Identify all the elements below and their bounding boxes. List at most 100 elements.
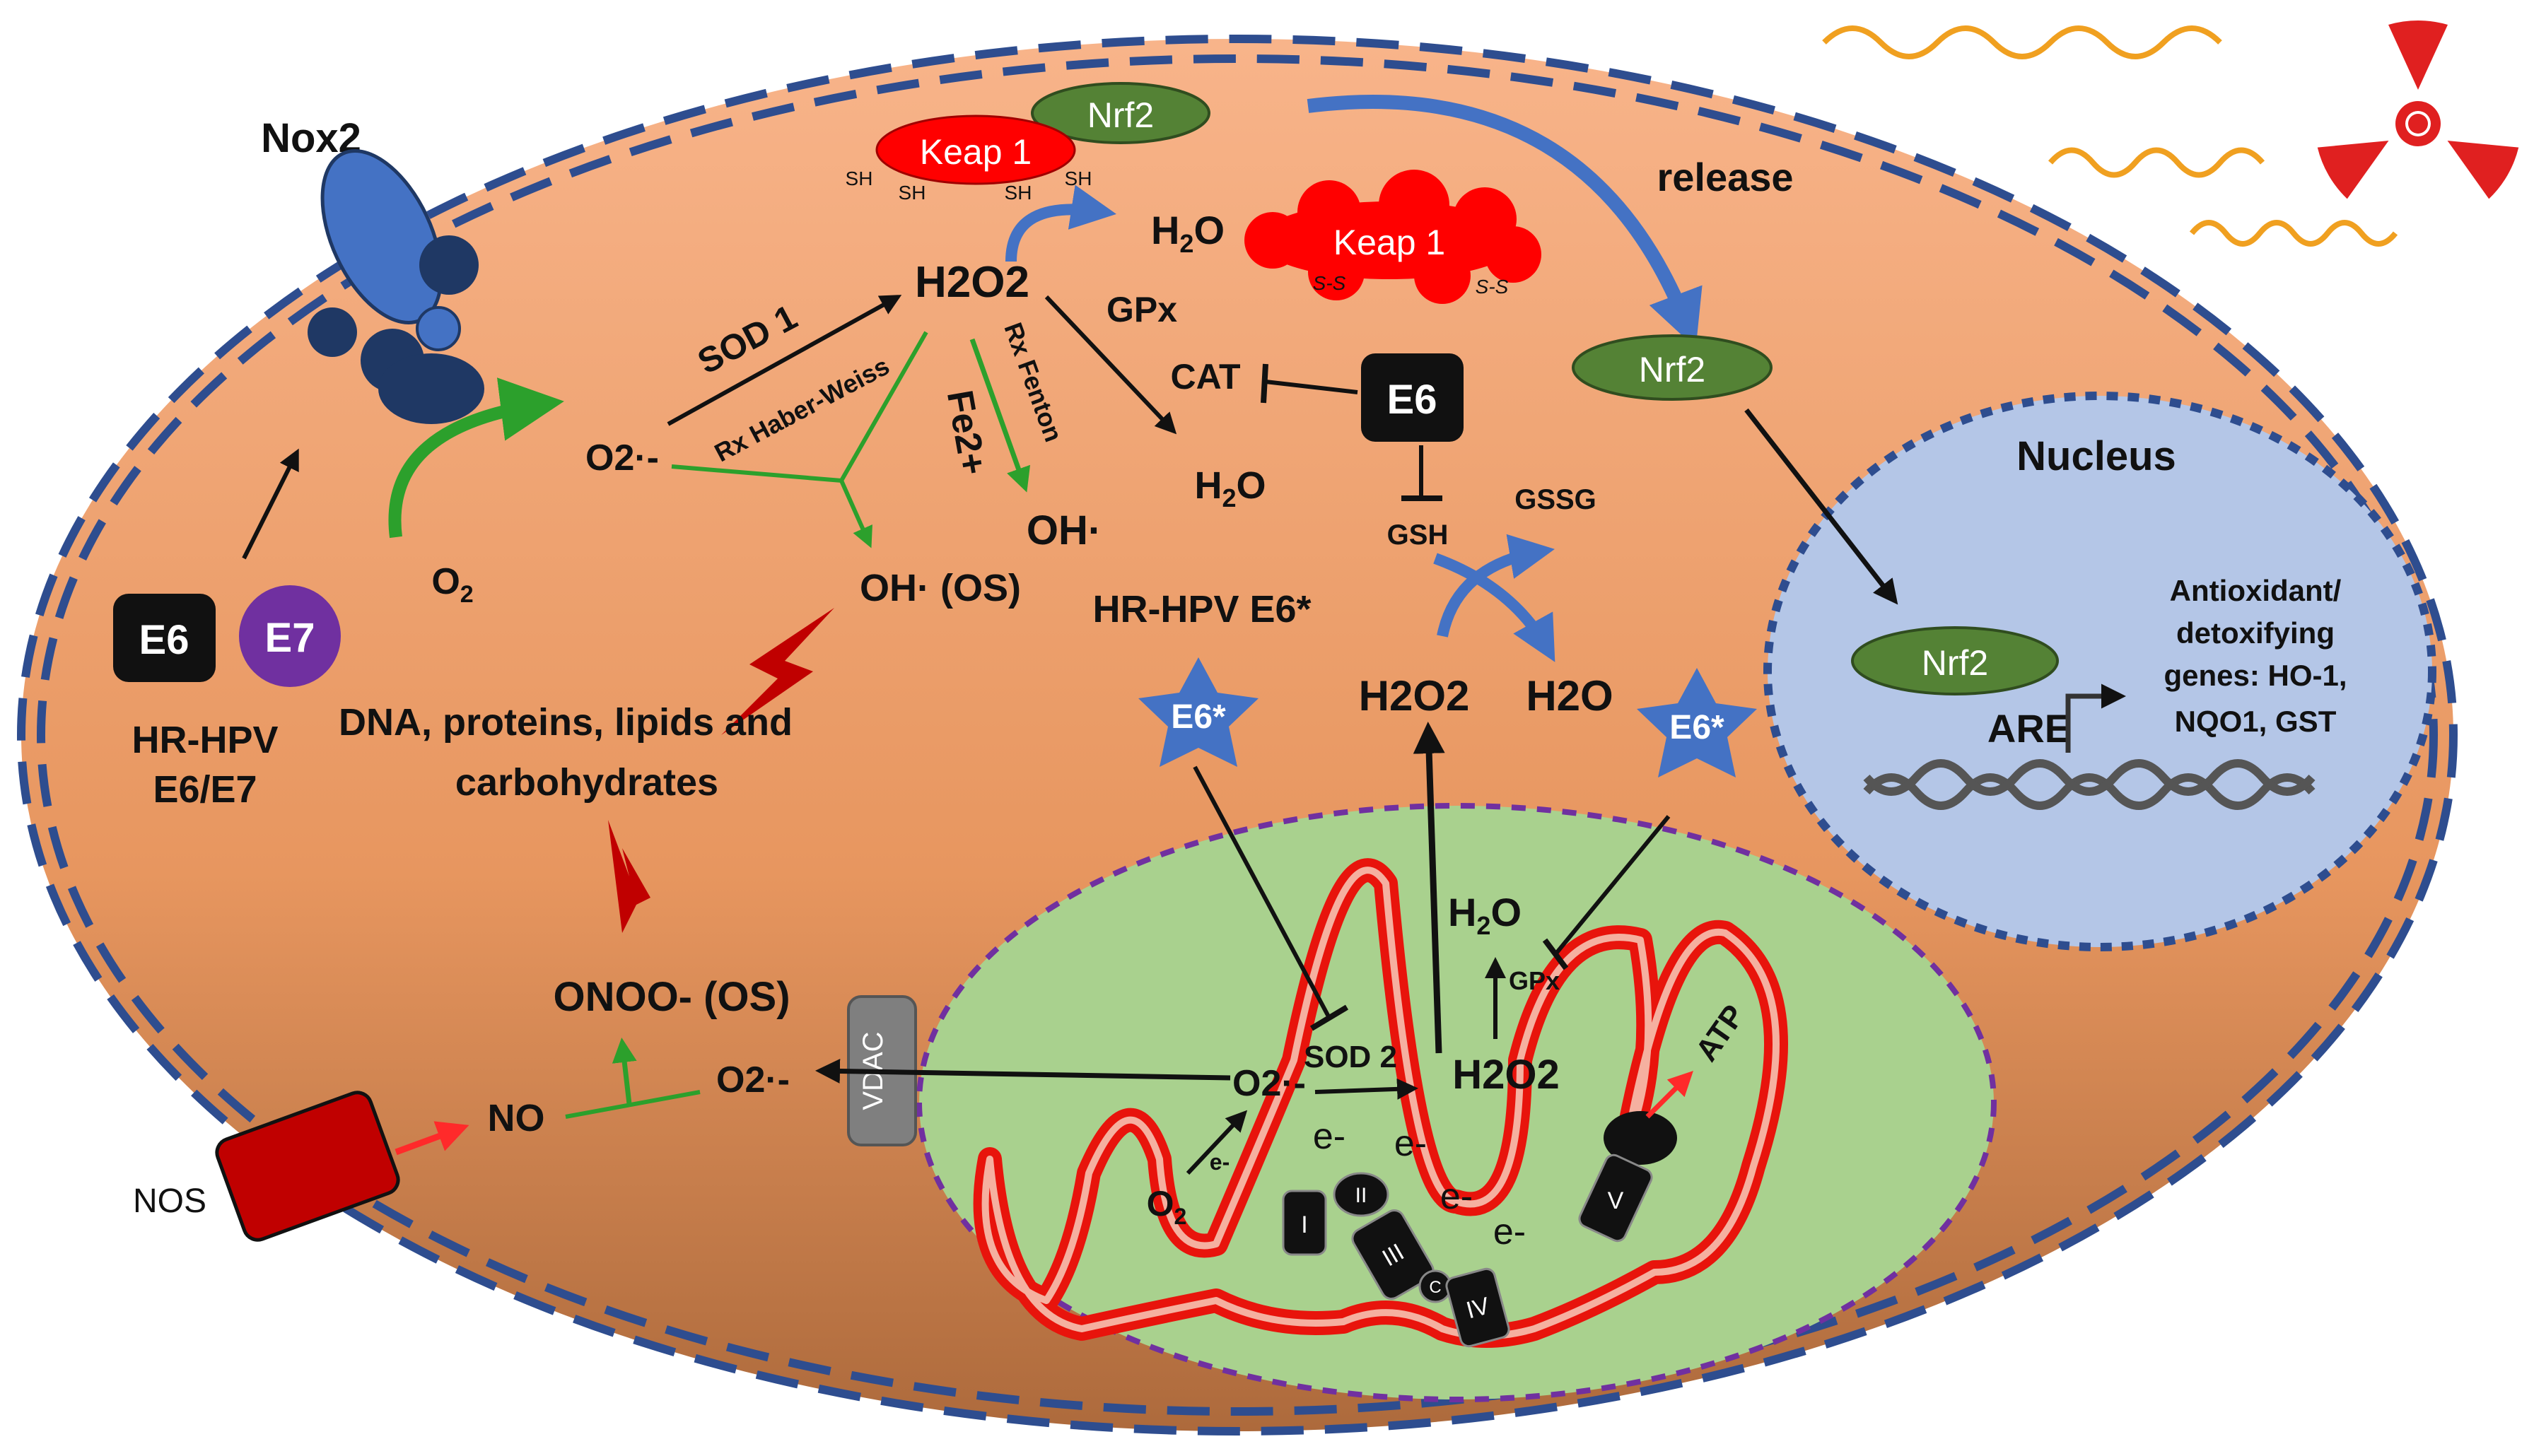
arrow-superoxide-out-vdac: [815, 1058, 1231, 1084]
oh-os-label: OH· (OS): [860, 567, 1021, 609]
lightning-damage-icon-top: [721, 608, 834, 735]
electron-3: e-: [1440, 1176, 1473, 1217]
inhibit-bar-gpx: [1542, 938, 1569, 970]
gssg-label: GSSG: [1514, 484, 1596, 515]
arrow-o2-to-superoxide-mito: [1186, 1110, 1248, 1175]
nrf2-nucleus-label: Nrf2: [1922, 643, 1988, 683]
electron-small: e-: [1210, 1149, 1230, 1175]
h2o-keap-label: H2O: [1151, 208, 1225, 258]
arrow-o2-to-superoxide: [388, 377, 564, 539]
arrow-gpx: [1044, 295, 1177, 435]
superoxide-mito-label: O2·-: [1232, 1063, 1306, 1104]
release-label: release: [1657, 155, 1793, 199]
complex-4: IV: [1445, 1267, 1510, 1348]
e6star-left-icon: [1138, 657, 1259, 767]
inhibit-e6star-sod2: [1193, 765, 1331, 1019]
e7-circle: [239, 585, 341, 687]
sh-4: SH: [1065, 168, 1092, 189]
hrhpv-label-1: HR-HPV: [132, 719, 278, 761]
electron-4: e-: [1493, 1211, 1526, 1252]
arrow-nrf2-to-nucleus: [1744, 408, 1898, 605]
inhibit-bar-cat: [1261, 363, 1268, 404]
complex-2: II: [1333, 1172, 1389, 1217]
arrow-nos-to-no: [395, 1121, 469, 1156]
gpx-top-label: GPx: [1107, 290, 1177, 329]
superoxide-cyto-label: O2·-: [716, 1059, 790, 1100]
keap1-oxidized: [1244, 170, 1541, 304]
complex-3: III: [1351, 1209, 1435, 1301]
nrf2-nucleus: [1851, 626, 2059, 695]
e7-label: E7: [265, 615, 315, 661]
nucleus: [1763, 392, 2436, 951]
biomolecules-label-1: DNA, proteins, lipids and: [339, 701, 793, 744]
oh-right-label: OH·: [1027, 507, 1102, 553]
nrf2-mid: [1572, 334, 1773, 401]
inhibit-e6star-gpx: [1553, 815, 1671, 956]
keap1-top-label: Keap 1: [920, 132, 1032, 172]
complex-2-label: II: [1355, 1184, 1367, 1207]
superoxide-label: O2·-: [585, 438, 659, 479]
keap1-top: [875, 115, 1076, 185]
hrhpv-e6star-label: HR-HPV E6*: [1092, 588, 1311, 630]
h2o2-cycle-label: H2O2: [1359, 672, 1470, 720]
antioxidant-label-1: Antioxidant/: [2170, 574, 2342, 607]
mito-cristae-inner: [981, 867, 1780, 1339]
arrow-to-onoo: [612, 1038, 637, 1105]
complex-5-atp-synthase: V: [1578, 1111, 1677, 1243]
arrow-atp-synthesis: [1645, 1071, 1693, 1119]
arrow-haber-weiss-oh: [839, 479, 872, 548]
electron-2: e-: [1394, 1123, 1427, 1164]
h2o2-main-label: H2O2: [915, 258, 1029, 307]
radiation-hazard-icon: [2317, 20, 2519, 199]
arrow-h2o2-export: [1413, 722, 1445, 1054]
no-superoxide-line: [565, 1090, 701, 1119]
nos-label: NOS: [133, 1182, 206, 1220]
e6-center-box: [1361, 353, 1464, 442]
complex-1-label: I: [1301, 1211, 1307, 1238]
e6-box-label: E6: [139, 617, 189, 663]
dna-helix-icon: [1863, 759, 2316, 810]
nrf2-top: [1031, 82, 1210, 144]
h2o-mito-label: H2O: [1448, 890, 1522, 940]
cat-label: CAT: [1170, 357, 1240, 397]
h2o-gpx-label: H2O: [1194, 464, 1266, 512]
ss-1: S-S: [1313, 272, 1346, 294]
e6star-right-label: E6*: [1669, 709, 1724, 746]
sh-1: SH: [846, 168, 873, 189]
nrf2-top-label: Nrf2: [1087, 95, 1154, 135]
inhibit-e6-cat: [1265, 380, 1358, 394]
are-promoter-arrow: [2065, 683, 2126, 753]
sh-3: SH: [1005, 182, 1032, 204]
arrow-h2o2-to-h2o: [1433, 553, 1555, 662]
cell-membrane-outer: [17, 35, 2458, 1436]
o2-left-label: O2: [431, 561, 473, 608]
arrow-e6e7-to-nox2: [242, 448, 299, 560]
no-label: NO: [488, 1097, 545, 1139]
are-label: ARE: [1987, 706, 2071, 751]
antioxidant-label-3: genes: HO-1,: [2164, 659, 2347, 692]
inhibit-bar-sod2: [1309, 1004, 1349, 1031]
complex-5-label: V: [1608, 1187, 1624, 1214]
complex-c-label: C: [1429, 1278, 1441, 1297]
complex-1: I: [1282, 1190, 1327, 1256]
e6-center-label: E6: [1387, 377, 1437, 423]
e6-box: [113, 594, 216, 682]
keap1-ox-label: Keap 1: [1333, 223, 1445, 262]
lightning-damage-icon-bottom: [608, 820, 650, 933]
arrow-fenton: [969, 338, 1031, 493]
antioxidant-label-2: detoxifying: [2176, 616, 2335, 650]
sh-2: SH: [899, 182, 926, 204]
h2o-cycle-label: H2O: [1526, 672, 1613, 720]
electron-1: e-: [1313, 1116, 1345, 1157]
sod2-label: SOD 2: [1304, 1040, 1397, 1074]
uv-wave-icon: [1822, 25, 2398, 247]
hrhpv-label-2: E6/E7: [153, 768, 257, 811]
o2-mito-label: O2: [1147, 1184, 1187, 1229]
e6star-left-label: E6*: [1171, 698, 1226, 736]
gsh-label: GSH: [1387, 519, 1449, 551]
cell-membrane-inner: [37, 54, 2438, 1416]
nox2-complex: [308, 149, 484, 424]
ss-2: S-S: [1476, 276, 1509, 298]
onoo-label: ONOO- (OS): [553, 974, 790, 1020]
